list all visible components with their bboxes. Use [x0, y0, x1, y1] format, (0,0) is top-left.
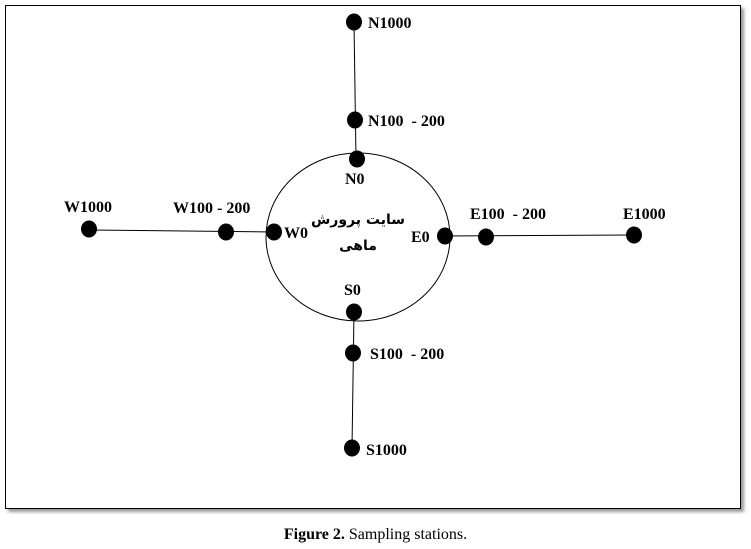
- station-label-e100: E100 - 200: [470, 206, 546, 223]
- site-label-line1: سایت پرورش: [311, 212, 405, 228]
- station-marker-n100: [347, 111, 363, 129]
- station-marker-n0: [349, 150, 365, 168]
- station-label-w0: W0: [284, 225, 308, 242]
- station-marker-w0: [266, 223, 282, 241]
- station-marker-s100: [345, 344, 361, 362]
- station-marker-w100: [218, 223, 234, 241]
- station-label-n100: N100 - 200: [368, 113, 445, 130]
- station-marker-s1000: [344, 439, 360, 457]
- station-label-s100: S100 - 200: [370, 346, 444, 363]
- diagram-frame: [5, 5, 741, 509]
- site-label-line2: ماهی: [339, 238, 377, 254]
- station-marker-n1000: [346, 13, 362, 31]
- station-marker-w1000: [81, 220, 97, 238]
- station-label-n1000: N1000: [368, 15, 412, 32]
- station-marker-e100: [478, 228, 494, 246]
- caption-text: Sampling stations.: [344, 526, 468, 543]
- station-label-s1000: S1000: [366, 442, 407, 459]
- station-label-e0: E0: [411, 229, 430, 246]
- west-transect-line: [88, 229, 275, 233]
- caption-number: Figure 2.: [283, 526, 345, 543]
- station-label-s0: S0: [344, 282, 361, 299]
- station-label-w1000: W1000: [64, 199, 112, 216]
- station-label-n0: N0: [345, 171, 365, 188]
- station-label-w100: W100 - 200: [173, 200, 250, 217]
- figure-caption: Figure 2. Sampling stations.: [0, 526, 751, 544]
- station-marker-e1000: [626, 226, 642, 244]
- station-label-e1000: E1000: [623, 206, 666, 223]
- north-transect-line: [353, 21, 357, 160]
- east-transect-line: [444, 234, 635, 237]
- station-marker-e0: [437, 227, 453, 245]
- station-marker-s0: [346, 303, 362, 321]
- south-transect-line: [351, 311, 355, 449]
